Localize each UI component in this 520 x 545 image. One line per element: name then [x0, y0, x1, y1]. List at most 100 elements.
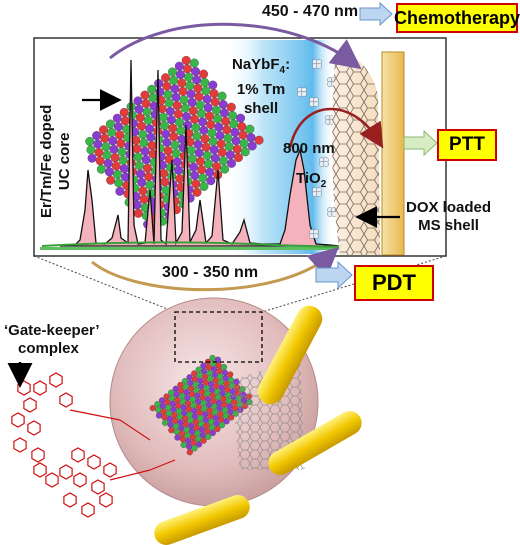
- lattice-atom: [206, 407, 213, 414]
- lattice-atom: [228, 414, 235, 421]
- lattice-atom: [185, 437, 192, 445]
- lattice-atom: [171, 148, 181, 158]
- lattice-atom: [165, 106, 175, 116]
- lattice-atom: [176, 413, 183, 420]
- lattice-atom: [161, 129, 171, 139]
- lattice-atom: [138, 186, 148, 196]
- molecule-ring: [87, 454, 101, 470]
- lattice-atom: [108, 136, 118, 146]
- arrow-300-350: [91, 246, 339, 292]
- chemotherapy-label: Chemotherapy: [393, 7, 520, 28]
- lattice-atom: [170, 140, 180, 150]
- lattice-atom: [201, 411, 209, 418]
- lattice-atom: [198, 117, 208, 127]
- lattice-atom: [193, 424, 200, 431]
- lattice-atom: [205, 401, 212, 408]
- lattice-atom: [218, 100, 228, 109]
- lattice-atom: [210, 97, 220, 107]
- molecule-linker: [69, 409, 121, 421]
- lattice-atom: [218, 384, 225, 391]
- lattice-atom: [109, 144, 119, 154]
- lattice-atom: [179, 436, 186, 443]
- molecule-ring: [71, 447, 85, 463]
- shell-label-sub: 4: [279, 65, 286, 76]
- lattice-atom: [199, 125, 209, 135]
- lattice-atom: [167, 67, 177, 77]
- tio2-particle: [313, 101, 319, 107]
- lattice-atom: [233, 153, 243, 163]
- spectrum-green-line: [41, 241, 342, 248]
- core-vertical-line2: UC core: [56, 132, 73, 191]
- lattice-atom: [178, 86, 188, 96]
- lattice-atom: [194, 148, 204, 158]
- lattice-atom: [181, 409, 188, 417]
- lattice-atom: [198, 173, 208, 183]
- lattice-atom: [218, 416, 225, 423]
- lattice-atom: [201, 405, 208, 412]
- lattice-atom: [96, 164, 106, 174]
- lattice-atom: [136, 169, 145, 179]
- lattice-atom: [208, 136, 218, 146]
- lattice-atom: [215, 399, 222, 406]
- lattice-atom: [254, 135, 264, 145]
- lattice-atom: [195, 398, 202, 405]
- lattice-atom: [134, 104, 144, 114]
- lattice-atom: [216, 405, 223, 412]
- lattice-atom: [181, 378, 188, 385]
- lattice-atom: [158, 397, 166, 404]
- lattice-atom: [139, 194, 149, 204]
- lattice-atom: [196, 409, 203, 416]
- lattice-atom: [137, 121, 146, 131]
- lattice-atom: [162, 81, 172, 91]
- lattice-atom: [133, 152, 143, 162]
- lattice-atom: [86, 145, 96, 155]
- lattice-atom: [186, 411, 193, 418]
- lattice-atom: [94, 147, 104, 157]
- lattice-atom: [160, 121, 170, 131]
- lattice-atom: [224, 386, 231, 393]
- lattice-atom: [201, 368, 208, 375]
- lattice-atom: [118, 155, 128, 165]
- lattice-atom: [160, 408, 167, 415]
- lattice-atom: [170, 84, 180, 94]
- lattice-atom: [191, 66, 200, 76]
- lattice-atom: [217, 147, 227, 157]
- lattice-atom: [208, 80, 218, 90]
- dox-label-line1: DOX loaded: [406, 199, 492, 216]
- lattice-atom: [93, 139, 103, 149]
- lattice-atom: [179, 95, 189, 105]
- lattice-atom: [200, 77, 210, 87]
- lattice-atom: [147, 84, 157, 94]
- lattice-atom: [224, 392, 232, 399]
- lattice-atom: [224, 142, 234, 151]
- lattice-atom: [175, 174, 185, 184]
- molecule-ring: [81, 502, 95, 518]
- lattice-atom: [114, 178, 124, 188]
- block-arrow-ptt: [403, 129, 438, 157]
- lattice-atom: [191, 123, 201, 133]
- molecule-ring: [49, 372, 63, 388]
- lattice-atom: [221, 401, 228, 408]
- lattice-atom: [205, 167, 215, 177]
- lattice-atom: [204, 428, 211, 435]
- lattice-atom: [201, 142, 211, 152]
- lattice-atom: [200, 134, 210, 144]
- lattice-atom: [219, 390, 226, 397]
- lattice-atom: [120, 116, 130, 126]
- lattice-atom: [172, 385, 179, 392]
- lattice-atom: [209, 354, 216, 362]
- lattice-atom: [205, 364, 212, 371]
- lattice-atom: [196, 109, 206, 118]
- lattice-atom: [161, 185, 171, 195]
- lattice-atom: [193, 140, 203, 149]
- core-vertical-label: Er/Tm/Fe doped UC core: [38, 105, 74, 218]
- lattice-atom: [134, 161, 144, 170]
- lattice-atom: [219, 108, 229, 118]
- lattice-atom: [166, 163, 175, 173]
- lattice-atom: [111, 161, 121, 171]
- lattice-atom: [172, 423, 179, 430]
- lattice-atom: [160, 177, 170, 187]
- lattice-atom: [188, 428, 196, 435]
- lattice-atom: [188, 385, 195, 392]
